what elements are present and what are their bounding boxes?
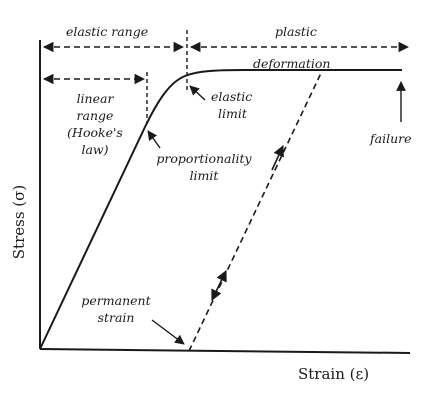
linear-range-line-4: law) bbox=[81, 142, 108, 157]
elastic-limit-pointer bbox=[189, 85, 206, 101]
reloading-direction-arrow bbox=[271, 144, 284, 171]
stress-strain-curve bbox=[39, 69, 402, 350]
unloading-line bbox=[188, 70, 323, 352]
permanent-strain-line-2: strain bbox=[98, 310, 135, 325]
proportionality-limit-line-1: proportionality bbox=[156, 151, 252, 166]
elastic-limit-line-2: limit bbox=[218, 106, 248, 121]
permanent-strain-pointer bbox=[151, 319, 185, 345]
elastic-limit-line-1: elastic bbox=[211, 89, 252, 104]
linear-range-line-3: (Hooke's bbox=[67, 125, 123, 140]
y-axis-label: Stress (σ) bbox=[10, 185, 28, 259]
linear-range-line-2: range bbox=[77, 108, 114, 123]
x-axis bbox=[39, 348, 411, 354]
failure-label: failure bbox=[369, 131, 412, 146]
elastic-range-label: elastic range bbox=[66, 24, 148, 39]
proportionality-limit-line-2: limit bbox=[190, 168, 220, 183]
x-axis-label: Strain (ε) bbox=[298, 365, 369, 383]
unloading-direction-arrow bbox=[211, 269, 227, 302]
linear-range-line-1: linear bbox=[77, 91, 115, 106]
proportionality-limit-pointer bbox=[147, 130, 161, 149]
permanent-strain-line-1: permanent bbox=[81, 293, 151, 308]
plastic-label: plastic bbox=[275, 24, 317, 39]
deformation-label: deformation bbox=[253, 56, 330, 71]
